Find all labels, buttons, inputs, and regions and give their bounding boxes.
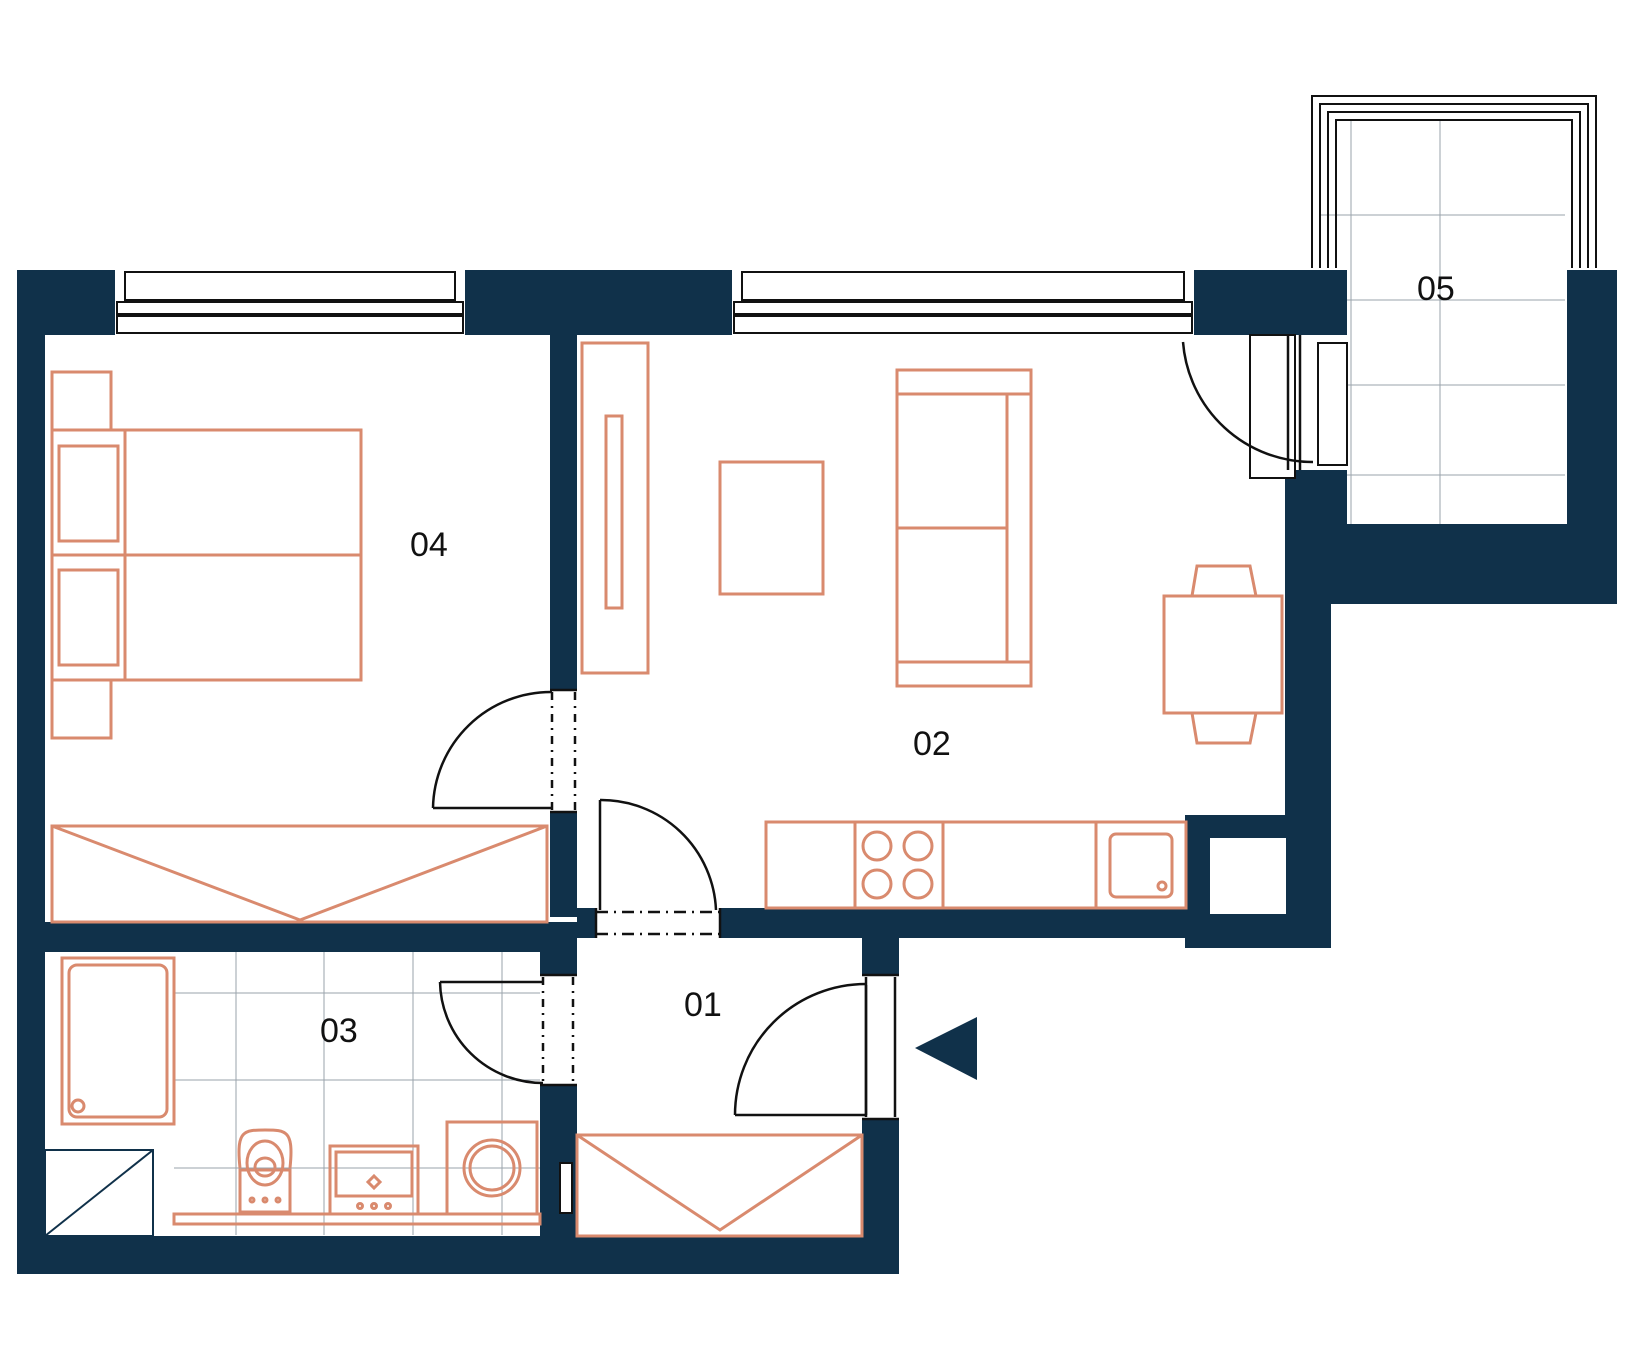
bathroom-counter <box>172 1212 542 1226</box>
sink-icon <box>1108 832 1174 899</box>
balcony-floor-grid <box>1320 120 1565 525</box>
bathroom-fixtures <box>44 956 542 1237</box>
room-label-02: 02 <box>913 725 951 763</box>
pillow-top <box>57 444 120 543</box>
entrance-arrow-icon <box>915 1017 977 1080</box>
balcony-railing <box>1311 95 1597 268</box>
tv <box>604 414 624 610</box>
balcony-door <box>1181 334 1348 479</box>
toilet-icon <box>237 1128 293 1214</box>
door-bathroom <box>438 973 577 1087</box>
room-label-01: 01 <box>684 986 722 1024</box>
room-label-04: 04 <box>410 526 448 564</box>
room-label-03: 03 <box>320 1012 358 1050</box>
wall-vent <box>559 1162 573 1214</box>
door-bedroom <box>431 688 577 814</box>
living-furniture <box>580 341 1284 745</box>
bathroom-floor-grid <box>174 952 540 1235</box>
utility-shaft <box>1210 838 1286 914</box>
window-bedroom <box>115 270 465 335</box>
room-label-05: 05 <box>1417 270 1455 308</box>
coffee-table <box>718 460 825 596</box>
walls <box>17 270 1617 1274</box>
kitchen-counter <box>764 820 1188 910</box>
tv-cabinet <box>580 341 650 675</box>
nightstand-bottom <box>50 678 113 740</box>
washbasin <box>328 1144 420 1216</box>
window-living-room <box>732 270 1194 335</box>
dining-table <box>1162 594 1284 715</box>
nightstand-top <box>50 370 113 432</box>
wardrobe-bedroom <box>50 824 549 924</box>
door-living-room <box>594 798 722 938</box>
hall-wardrobe <box>575 1133 864 1238</box>
pillow-bottom <box>57 568 120 667</box>
bedroom-furniture <box>50 370 549 924</box>
door-entrance <box>733 973 899 1121</box>
cooktop-icon <box>861 830 934 900</box>
bathtub-icon <box>60 956 176 1126</box>
